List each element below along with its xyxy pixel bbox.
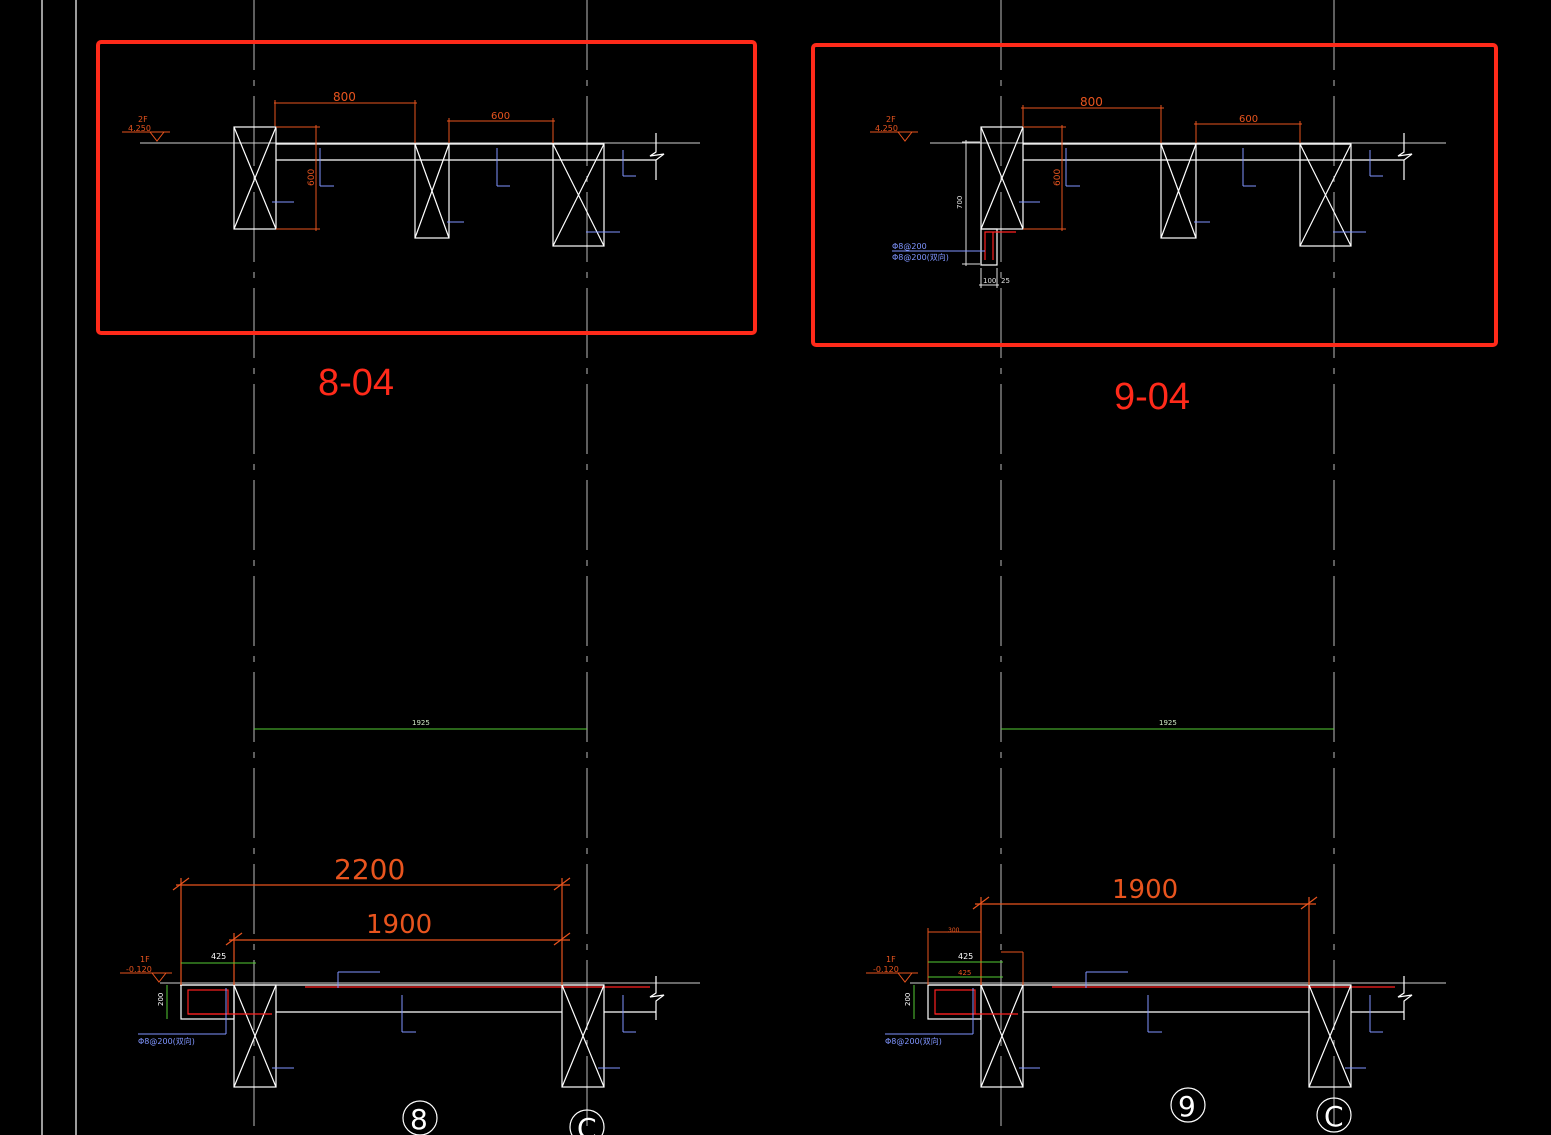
svg-text:9: 9: [1178, 1090, 1196, 1123]
svg-text:100: 100: [983, 277, 996, 285]
span-dimension-right: 1925: [1001, 719, 1334, 730]
trench-section: [180, 984, 235, 1020]
detail-lower-right: 1F -0.120: [866, 875, 1446, 1088]
svg-text:8: 8: [410, 1103, 428, 1135]
trench-section: [927, 984, 982, 1020]
svg-text:1900: 1900: [1112, 875, 1178, 905]
beam-section: [561, 984, 605, 1088]
level-marker: 2F 4.250: [122, 115, 170, 142]
beam-section: [233, 126, 277, 230]
svg-text:1F: 1F: [886, 955, 896, 964]
sheet-border: [41, 0, 77, 1135]
highlight-frame-9-04: [811, 43, 1498, 347]
detail-label-8-04: 8-04: [318, 362, 395, 404]
beam-section: [233, 984, 277, 1088]
svg-text:800: 800: [333, 90, 356, 104]
axis-bubble-c-left: C: [569, 1109, 605, 1135]
detail-upper-left: 2F 4.250 800: [122, 90, 700, 247]
beam-section: [414, 143, 450, 239]
beam-section: [980, 126, 1024, 230]
beam-section: [980, 984, 1024, 1088]
svg-text:1F: 1F: [140, 955, 150, 964]
svg-text:-0.120: -0.120: [126, 965, 152, 974]
svg-text:425: 425: [958, 952, 973, 961]
svg-text:Φ8@200(双向): Φ8@200(双向): [138, 1036, 195, 1046]
wall-stub: [980, 228, 998, 266]
svg-text:1900: 1900: [366, 910, 432, 940]
svg-text:2F: 2F: [138, 115, 148, 124]
svg-text:1925: 1925: [1159, 719, 1177, 727]
svg-text:800: 800: [1080, 95, 1103, 109]
svg-text:700: 700: [956, 196, 964, 209]
svg-text:2F: 2F: [886, 115, 896, 124]
svg-text:200: 200: [157, 993, 165, 1006]
level-marker: 2F 4.250: [870, 115, 918, 142]
svg-text:600: 600: [491, 111, 510, 122]
svg-text:425: 425: [958, 969, 971, 977]
svg-text:Φ8@200(双向): Φ8@200(双向): [885, 1036, 942, 1046]
level-marker: 1F -0.120: [120, 955, 172, 983]
span-dimension-left: 1925: [254, 719, 587, 730]
beam-section: [1160, 143, 1197, 239]
svg-text:Φ8@200: Φ8@200: [892, 242, 927, 251]
svg-text:300: 300: [948, 927, 960, 934]
svg-text:200: 200: [904, 993, 912, 1006]
highlight-frame-8-04: [96, 40, 757, 335]
beam-section: [552, 143, 605, 247]
beam-section: [1299, 143, 1352, 247]
svg-text:425: 425: [211, 952, 226, 961]
axis-bubble-8: 8: [402, 1100, 438, 1135]
axis-bubble-9: 9: [1170, 1087, 1206, 1123]
detail-label-9-04: 9-04: [1114, 376, 1191, 418]
svg-text:2200: 2200: [334, 853, 405, 886]
svg-text:4.250: 4.250: [875, 124, 898, 133]
svg-text:4.250: 4.250: [128, 124, 151, 133]
axis-bubble-c-right: C: [1316, 1097, 1352, 1133]
level-marker: 1F -0.120: [866, 955, 918, 983]
svg-text:1925: 1925: [412, 719, 430, 727]
svg-text:600: 600: [1239, 114, 1258, 125]
svg-text:-0.120: -0.120: [873, 965, 899, 974]
svg-text:C: C: [1324, 1100, 1344, 1133]
detail-lower-left: 1F -0.120: [120, 853, 700, 1088]
svg-text:25: 25: [1001, 277, 1010, 285]
svg-text:C: C: [577, 1112, 597, 1135]
detail-upper-right: 2F 4.250: [870, 95, 1446, 288]
svg-text:600: 600: [307, 169, 317, 186]
svg-text:600: 600: [1053, 169, 1063, 186]
svg-text:Φ8@200(双向): Φ8@200(双向): [892, 252, 949, 262]
grid-axes: [253, 0, 1335, 1135]
beam-section: [1308, 984, 1352, 1088]
